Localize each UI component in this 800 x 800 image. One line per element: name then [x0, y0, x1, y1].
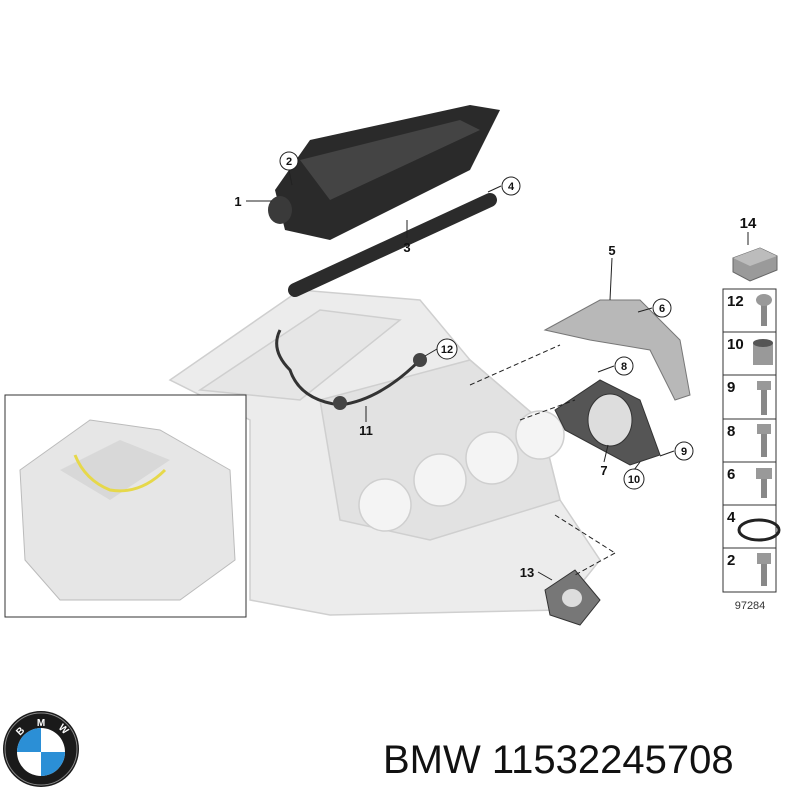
assembly-lines — [469, 344, 616, 576]
panel-item-12: 12 — [727, 293, 772, 326]
svg-text:13: 13 — [520, 565, 534, 580]
seal-housing-part — [543, 299, 691, 401]
panel-item-2: 2 — [727, 552, 771, 586]
svg-text:1: 1 — [234, 194, 241, 209]
svg-text:4: 4 — [508, 181, 515, 193]
svg-text:10: 10 — [727, 336, 744, 353]
wiring-harness-part — [275, 329, 422, 407]
parts-panel: 14 12 10 9 8 6 4 2 97284 — [722, 215, 781, 612]
svg-text:3: 3 — [403, 240, 410, 255]
reference-number: 97284 — [735, 600, 766, 612]
svg-text:7: 7 — [600, 463, 607, 478]
svg-text:8: 8 — [621, 361, 627, 373]
svg-text:14: 14 — [740, 215, 757, 232]
svg-text:M: M — [37, 718, 45, 729]
svg-text:9: 9 — [727, 379, 735, 396]
svg-text:6: 6 — [727, 466, 735, 483]
callout-10: 10 — [623, 468, 645, 490]
callout-13: 13 — [520, 565, 534, 580]
part-number-caption: BMW 11532245708 — [383, 738, 734, 782]
callout-4: 4 — [501, 176, 521, 196]
svg-text:9: 9 — [681, 446, 687, 458]
engine-block-illustration — [168, 289, 601, 616]
callout-5: 5 — [608, 243, 615, 258]
svg-text:11: 11 — [359, 423, 373, 438]
svg-text:4: 4 — [727, 509, 736, 526]
tube-part — [288, 193, 497, 297]
callout-12: 12 — [436, 338, 458, 360]
svg-text:2: 2 — [727, 552, 735, 569]
callout-2: 2 — [279, 151, 299, 171]
panel-item-8: 8 — [727, 423, 771, 457]
panel-item-9: 9 — [727, 379, 771, 415]
svg-text:6: 6 — [659, 303, 665, 315]
svg-text:5: 5 — [608, 243, 615, 258]
callout-3: 3 — [403, 240, 410, 255]
cover-part — [268, 105, 500, 240]
svg-text:2: 2 — [286, 156, 292, 168]
callout-8: 8 — [614, 356, 634, 376]
callout-7: 7 — [600, 463, 607, 478]
callout-9: 9 — [674, 441, 694, 461]
callout-6: 6 — [652, 298, 672, 318]
overview-inset — [4, 394, 247, 618]
panel-item-4: 4 — [727, 509, 781, 542]
callout-11: 11 — [359, 423, 373, 438]
leader-lines — [246, 169, 675, 581]
panel-item-6: 6 — [727, 466, 772, 498]
callout-1: 1 — [234, 194, 241, 209]
bmw-logo: M B W — [3, 711, 79, 787]
svg-text:12: 12 — [441, 344, 453, 356]
svg-text:12: 12 — [727, 293, 744, 310]
svg-text:10: 10 — [628, 474, 640, 486]
svg-text:8: 8 — [727, 423, 735, 440]
panel-item-10: 10 — [727, 336, 773, 365]
